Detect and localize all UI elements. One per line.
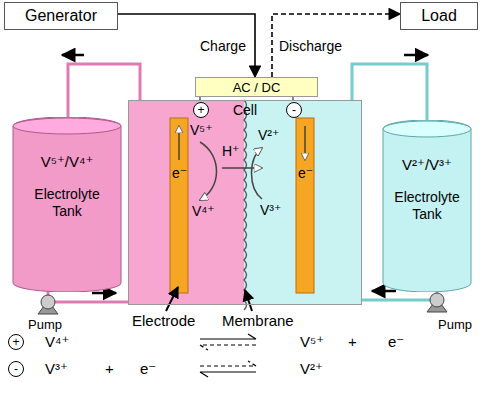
negative-electrode [296, 118, 314, 293]
negative-half-cell [244, 100, 362, 305]
electrode-sign: - [8, 361, 24, 377]
edge-label: Charge [200, 38, 246, 54]
load-box: Load [400, 2, 478, 30]
electron-label: e⁻ [172, 165, 187, 181]
equation-term: V⁵⁺ [300, 333, 324, 350]
equation-term: V⁴⁺ [45, 333, 69, 350]
tank-label: V²⁺/V³⁺ [382, 156, 472, 175]
terminal-sign: + [193, 102, 209, 118]
ion-label: V⁴⁺ [192, 203, 215, 219]
node-label: Generator [25, 3, 97, 29]
positive-half-cell [128, 100, 244, 305]
equation-term: e⁻ [388, 333, 404, 350]
equilibrium-arrows [200, 334, 256, 377]
source-box: Generator [4, 2, 118, 30]
leader-arrows [166, 287, 252, 311]
terminal-sign: - [286, 102, 302, 118]
electrolyte-tank: V²⁺/V³⁺ Electrolyte Tank [382, 120, 472, 292]
ion-label: V²⁺ [258, 127, 279, 143]
electrolyte-tank: V⁵⁺/V⁴⁺ Electrolyte Tank [12, 117, 122, 292]
edge-label: Discharge [279, 38, 342, 54]
positive-electrode [170, 118, 188, 293]
tank-label: Electrolyte Tank [29, 186, 105, 221]
equation-term: e⁻ [140, 360, 156, 377]
discharge-arrow [272, 14, 400, 77]
membrane-wave [244, 100, 247, 310]
tank-outline [382, 120, 472, 292]
node-label: AC / DC [233, 79, 281, 97]
equation-term: V²⁺ [300, 360, 323, 377]
converter-box: AC / DC [195, 77, 318, 97]
part-label: Pump [438, 318, 472, 333]
node-label: Load [421, 3, 457, 29]
ion-label: V⁵⁺ [190, 122, 213, 138]
ion-label: V³⁺ [260, 202, 281, 218]
part-label: Electrode [132, 312, 195, 329]
cell-box: Cell [128, 100, 362, 305]
electron-label: e⁻ [298, 165, 313, 181]
node-label: Cell [233, 102, 257, 118]
equation-term: + [348, 333, 357, 350]
membrane-line [244, 100, 247, 310]
tank-label: V⁵⁺/V⁴⁺ [12, 153, 122, 172]
electrode-sign: + [8, 334, 24, 350]
part-label: Pump [28, 318, 62, 333]
pump-symbols [38, 293, 447, 314]
reaction-arrows [200, 142, 262, 200]
ion-label: H⁺ [222, 143, 240, 159]
part-label: Membrane [222, 312, 294, 329]
equation-term: V³⁺ [45, 360, 68, 377]
electrolyte-pipe [352, 64, 427, 120]
equation-term: + [105, 360, 114, 377]
tank-label: Electrolyte Tank [389, 189, 465, 224]
